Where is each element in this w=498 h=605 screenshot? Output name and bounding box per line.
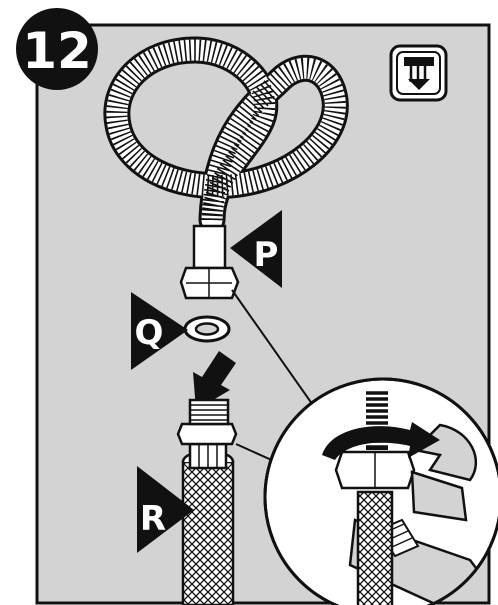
step-badge: 12	[16, 8, 98, 90]
braided-hose-r	[178, 400, 236, 605]
label-p: P	[254, 235, 279, 275]
label-r: R	[140, 499, 166, 539]
step-number: 12	[22, 22, 92, 80]
water-supply-off-icon	[391, 46, 446, 100]
label-q: Q	[135, 313, 164, 353]
detail-magnifier	[265, 379, 498, 605]
washer-q	[185, 317, 229, 341]
